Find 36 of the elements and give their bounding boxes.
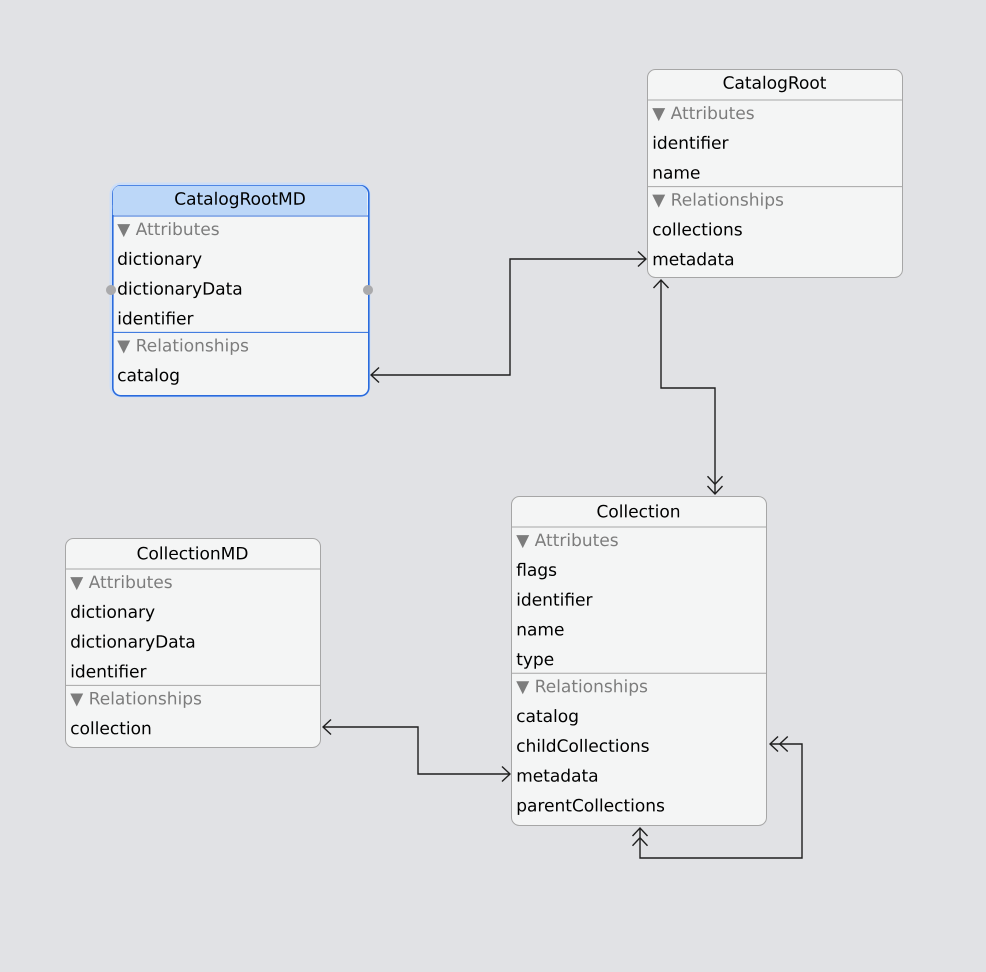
field-name: dictionaryData [71,634,194,652]
field-name: catalog [517,709,578,726]
section-header: ▼ Attributes [70,575,172,590]
entity-title: CollectionMD [138,546,248,560]
field-name: metadata [654,252,734,266]
field-name: metadata [518,768,598,782]
section-header: ▼ Relationships [70,691,202,708]
section-header: ▼ Relationships [117,338,248,355]
field-name: dictionary [118,252,202,268]
field-name: name [654,169,700,179]
field-name: identifier [72,664,146,678]
field-name: dictionaryData [118,282,242,298]
field-name: childCollections [517,738,649,752]
section-header: ▼ Attributes [117,222,219,238]
entity-title: CatalogRootMD [175,192,305,208]
field-name: identifier [118,311,194,325]
field-name: identifier [518,592,592,606]
field-name: identifier [654,136,728,150]
field-name: collections [653,222,742,236]
entity-title: Collection [597,504,680,518]
section-header: ▼ Attributes [652,106,754,122]
relationship-arrow [653,279,724,495]
field-name: dictionary [71,604,155,622]
entity-title: CatalogRoot [724,76,826,92]
section-header: ▼ Attributes [516,533,618,548]
relationship-arrow [632,736,803,859]
field-name: catalog [118,368,178,385]
field-name: parentCollections [518,798,664,815]
relationship-arrow [322,718,511,782]
relationship-arrow [370,250,647,384]
section-header: ▼ Relationships [516,679,648,696]
field-name: type [516,653,554,669]
section-header: ▼ Relationships [652,192,784,210]
field-name: flags [516,562,556,580]
field-name: collection [71,721,150,734]
field-name: name [518,626,564,636]
